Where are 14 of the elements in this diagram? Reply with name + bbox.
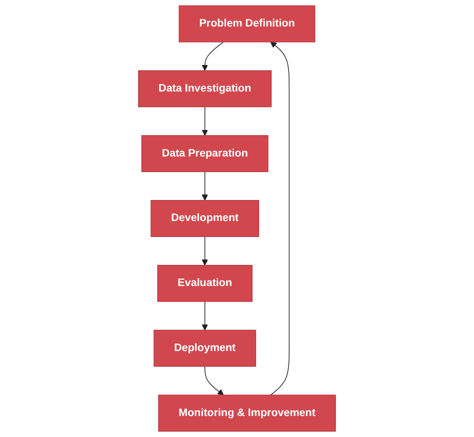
arrow [270, 42, 290, 396]
arrow [202, 236, 208, 266]
node-box: Deployment [154, 330, 256, 367]
arrow [204, 366, 224, 396]
node-box: Development [150, 200, 260, 237]
arrow [202, 106, 208, 136]
arrow [202, 301, 208, 330]
node-box: Problem Definition [178, 5, 316, 42]
arrow [202, 42, 224, 71]
node-box: Data Preparation [141, 135, 268, 172]
node-box: Evaluation [157, 264, 252, 302]
node-box: Monitoring & Improvement [158, 394, 336, 432]
arrow [202, 171, 208, 201]
node-box: Data Investigation [138, 70, 272, 108]
